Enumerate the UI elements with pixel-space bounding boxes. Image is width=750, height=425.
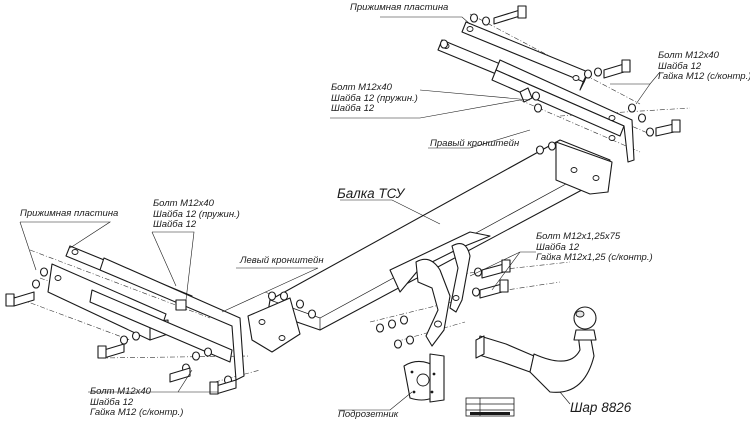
label-line: Болт М12х40 xyxy=(331,82,392,93)
label-socket-plate: Подрозетник xyxy=(338,409,399,420)
title-block-stamp xyxy=(465,397,515,417)
fasteners-top xyxy=(439,5,681,155)
label-line: Шайба 12 xyxy=(153,219,197,230)
label-line: Болт М12х40 xyxy=(90,386,151,397)
label-bottom-left-group: Болт М12х40 Шайба 12 Гайка М12 (с/контр.… xyxy=(90,386,184,419)
label-left-clamp-plate: Прижимная пластина xyxy=(20,208,119,219)
label-line: Болт М12х1,25х75 xyxy=(536,231,621,242)
label-line: Шайба 12 xyxy=(536,241,580,253)
label-line: Шайба 12 xyxy=(90,396,134,408)
label-line: Шайба 12 xyxy=(331,103,375,114)
label-line: Гайка М12 (с/контр.) xyxy=(658,71,750,82)
socket-plate xyxy=(403,353,445,403)
label-center-bolt-group: Болт М12х1,25х75 Шайба 12 Гайка М12х1,25… xyxy=(536,231,653,264)
label-left-bolt-group: Болт М12х40 Шайба 12 (пружин.) Шайба 12 xyxy=(153,198,240,231)
fasteners-left xyxy=(5,267,317,395)
label-beam: Балка ТСУ xyxy=(337,186,405,201)
label-right-bolt-group: Болт М12х40 Шайба 12 (пружин.) Шайба 12 xyxy=(331,82,418,115)
hitch-beam xyxy=(267,139,613,331)
label-line: Шайба 12 xyxy=(658,60,702,72)
label-line: Болт М12х40 xyxy=(153,198,214,209)
tow-hook-bracket xyxy=(389,231,491,347)
fasteners-center xyxy=(375,259,511,349)
tow-ball xyxy=(475,306,597,393)
leader-lines xyxy=(19,16,661,411)
label-ball: Шар 8826 xyxy=(570,400,632,415)
label-line: Шайба 12 (пружин.) xyxy=(331,92,418,104)
label-line: Болт М12х40 xyxy=(658,50,719,61)
label-right-clamp-plate: Прижимная пластина xyxy=(350,2,449,13)
label-left-bracket: Левый кронштейн xyxy=(240,255,324,266)
label-right-nut-group: Болт М12х40 Шайба 12 Гайка М12 (с/контр.… xyxy=(658,50,750,83)
label-line: Гайка М12х1,25 (с/контр.) xyxy=(536,252,653,263)
right-bracket xyxy=(491,59,635,163)
label-line: Шайба 12 (пружин.) xyxy=(153,208,240,220)
label-right-bracket: Правый кронштейн xyxy=(430,138,520,149)
label-line: Гайка М12 (с/контр.) xyxy=(90,407,184,418)
